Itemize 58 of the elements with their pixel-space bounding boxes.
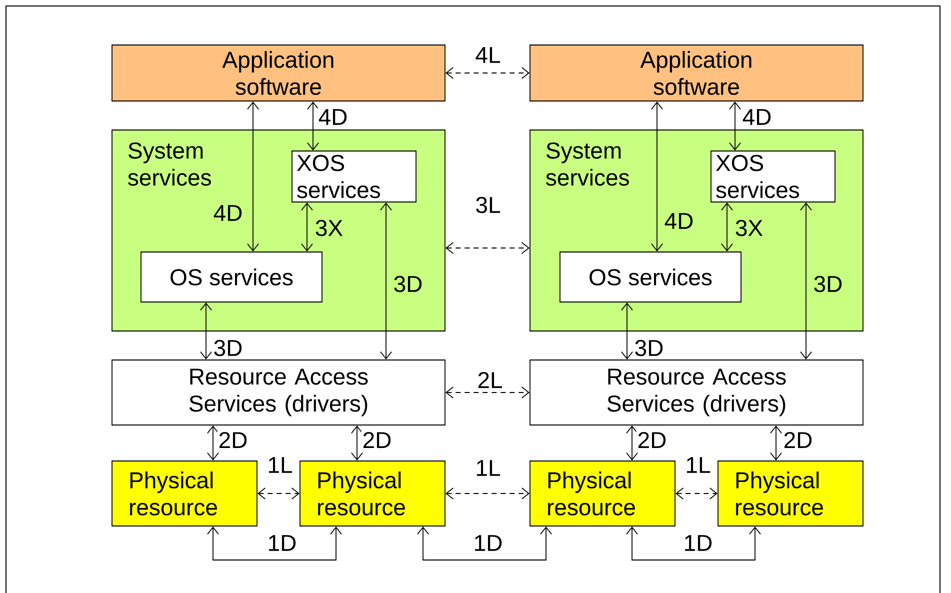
edge-label: 3L (474, 196, 502, 214)
resource-box: Physical resource (718, 460, 864, 526)
arrow (626, 425, 638, 461)
edge-label: 3X (734, 218, 764, 238)
arrow (729, 101, 741, 151)
edge-label: 1D (266, 534, 298, 552)
arrow (721, 202, 733, 252)
edge-label: 2L (476, 370, 504, 390)
arrow (257, 488, 300, 500)
arrow (626, 526, 761, 560)
edge-label: 1D (472, 534, 504, 552)
edge-label: 3D (392, 274, 424, 294)
resource-box: Physical resource (530, 460, 676, 526)
software-box: Application software (530, 44, 864, 102)
arrow (621, 302, 633, 360)
edge-label: 4D (212, 204, 244, 222)
edge-label: 4D (663, 212, 695, 230)
arrow (445, 488, 530, 500)
arrow (247, 101, 259, 252)
edge-label: 2D (636, 430, 668, 450)
arrow (380, 202, 392, 360)
arrow (417, 526, 552, 560)
arrow (207, 526, 342, 560)
arrow (301, 202, 313, 252)
arrow (800, 202, 812, 360)
service-box: OS services (140, 252, 322, 302)
edge-label: 3D (812, 274, 844, 294)
resource-box: Physical resource (112, 460, 258, 526)
edge-label: 1L (266, 456, 294, 474)
arrow (351, 425, 363, 461)
edge-label: 1D (682, 534, 714, 552)
arrow (651, 101, 663, 252)
edge-label: 1L (474, 459, 502, 477)
arrow (445, 386, 530, 398)
arrow (200, 302, 212, 360)
edge-label: 3D (633, 338, 665, 358)
software-box: Application software (112, 44, 446, 102)
edge-label: 4D (741, 108, 773, 126)
edge-label: 4L (474, 46, 502, 64)
arrow (675, 488, 718, 500)
edge-label: 2D (361, 430, 393, 450)
edge-label: 1L (684, 456, 712, 474)
edge-label: 4D (317, 108, 349, 126)
service-box: OS services (560, 252, 742, 302)
edge-label: 2D (782, 430, 814, 450)
driver-box: Resource Access Services (drivers) (530, 360, 864, 426)
edge-label: 3X (314, 218, 344, 238)
service-box: XOS services (292, 150, 416, 202)
resource-box: Physical resource (300, 460, 446, 526)
driver-box: Resource Access Services (drivers) (112, 360, 446, 426)
arrow (207, 425, 219, 461)
arrow (445, 67, 530, 79)
edge-label: 2D (217, 430, 249, 450)
arrow (770, 425, 782, 461)
edge-label: 3D (212, 338, 244, 358)
arrow (445, 242, 530, 254)
arrow (307, 101, 319, 151)
service-box: XOS services (710, 150, 836, 202)
